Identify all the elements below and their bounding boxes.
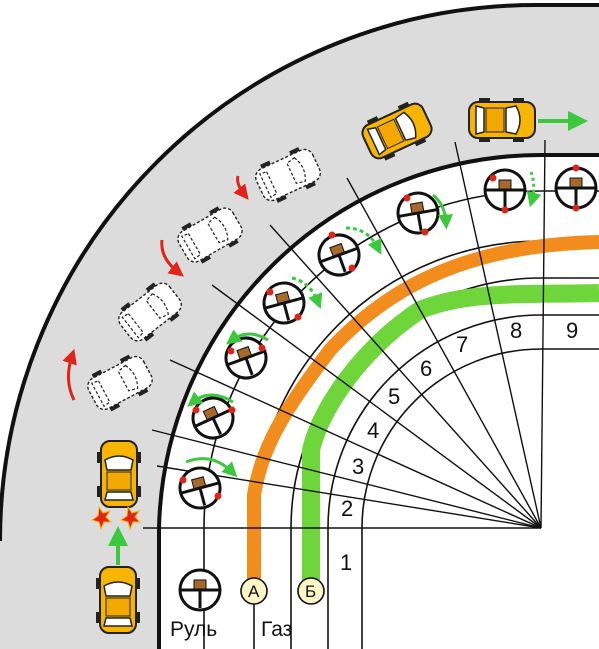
- contact-points: [179, 164, 580, 500]
- sector-label-1: 1: [340, 550, 352, 575]
- svg-text:Б: Б: [305, 582, 316, 601]
- steering-wheel-icon: [218, 330, 274, 386]
- rotation-arrow-icon: [185, 457, 238, 478]
- sector-label-8: 8: [510, 318, 522, 343]
- lane-a-stripe: [247, 235, 599, 580]
- rotation-arrow-icon: [187, 391, 234, 407]
- sector-label-5: 5: [388, 384, 400, 409]
- rotation-arrow-icon: [160, 239, 184, 277]
- steering-arrows: [185, 171, 542, 478]
- road-inner-edge: [157, 153, 599, 649]
- sector-label-3: 3: [352, 454, 364, 479]
- rotation-arrow-icon: [225, 329, 269, 345]
- steering-label: Руль: [170, 618, 217, 641]
- rotation-arrow-icon: [345, 226, 382, 255]
- lane-b-badge: Б: [297, 577, 325, 605]
- svg-text:А: А: [248, 582, 260, 601]
- rotation-arrow-icon: [233, 175, 249, 200]
- sector-lines: [143, 139, 546, 529]
- collision-spark-icon: [90, 505, 142, 531]
- sector-label-2: 2: [341, 496, 353, 521]
- sector-label-6: 6: [420, 356, 432, 381]
- legend: Руль Газ А Б: [170, 568, 325, 641]
- lane-b-stripe: [302, 284, 599, 580]
- road-outer-edge: [0, 3, 599, 542]
- steering-wheel-icon: [178, 568, 222, 612]
- car-icon: [468, 97, 536, 143]
- rotation-arrow-icon: [526, 171, 542, 208]
- sector-label-4: 4: [367, 418, 379, 443]
- skid-arrows: [62, 175, 249, 401]
- steering-wheel-icon: [258, 277, 310, 329]
- sector-label-7: 7: [456, 332, 468, 357]
- steering-wheel-icon: [554, 166, 598, 210]
- sector-label-9: 9: [566, 318, 578, 343]
- rotation-arrow-icon: [291, 276, 323, 309]
- sector-numbers: 1 2 3 4 5 6 7 8 9: [340, 318, 578, 575]
- rotation-arrow-icon: [432, 193, 454, 230]
- rotation-arrow-icon: [62, 348, 77, 401]
- throttle-label: Газ: [261, 618, 292, 641]
- car-icon: [95, 566, 141, 634]
- lane-a-badge: А: [240, 577, 268, 605]
- car-icon: [96, 440, 142, 508]
